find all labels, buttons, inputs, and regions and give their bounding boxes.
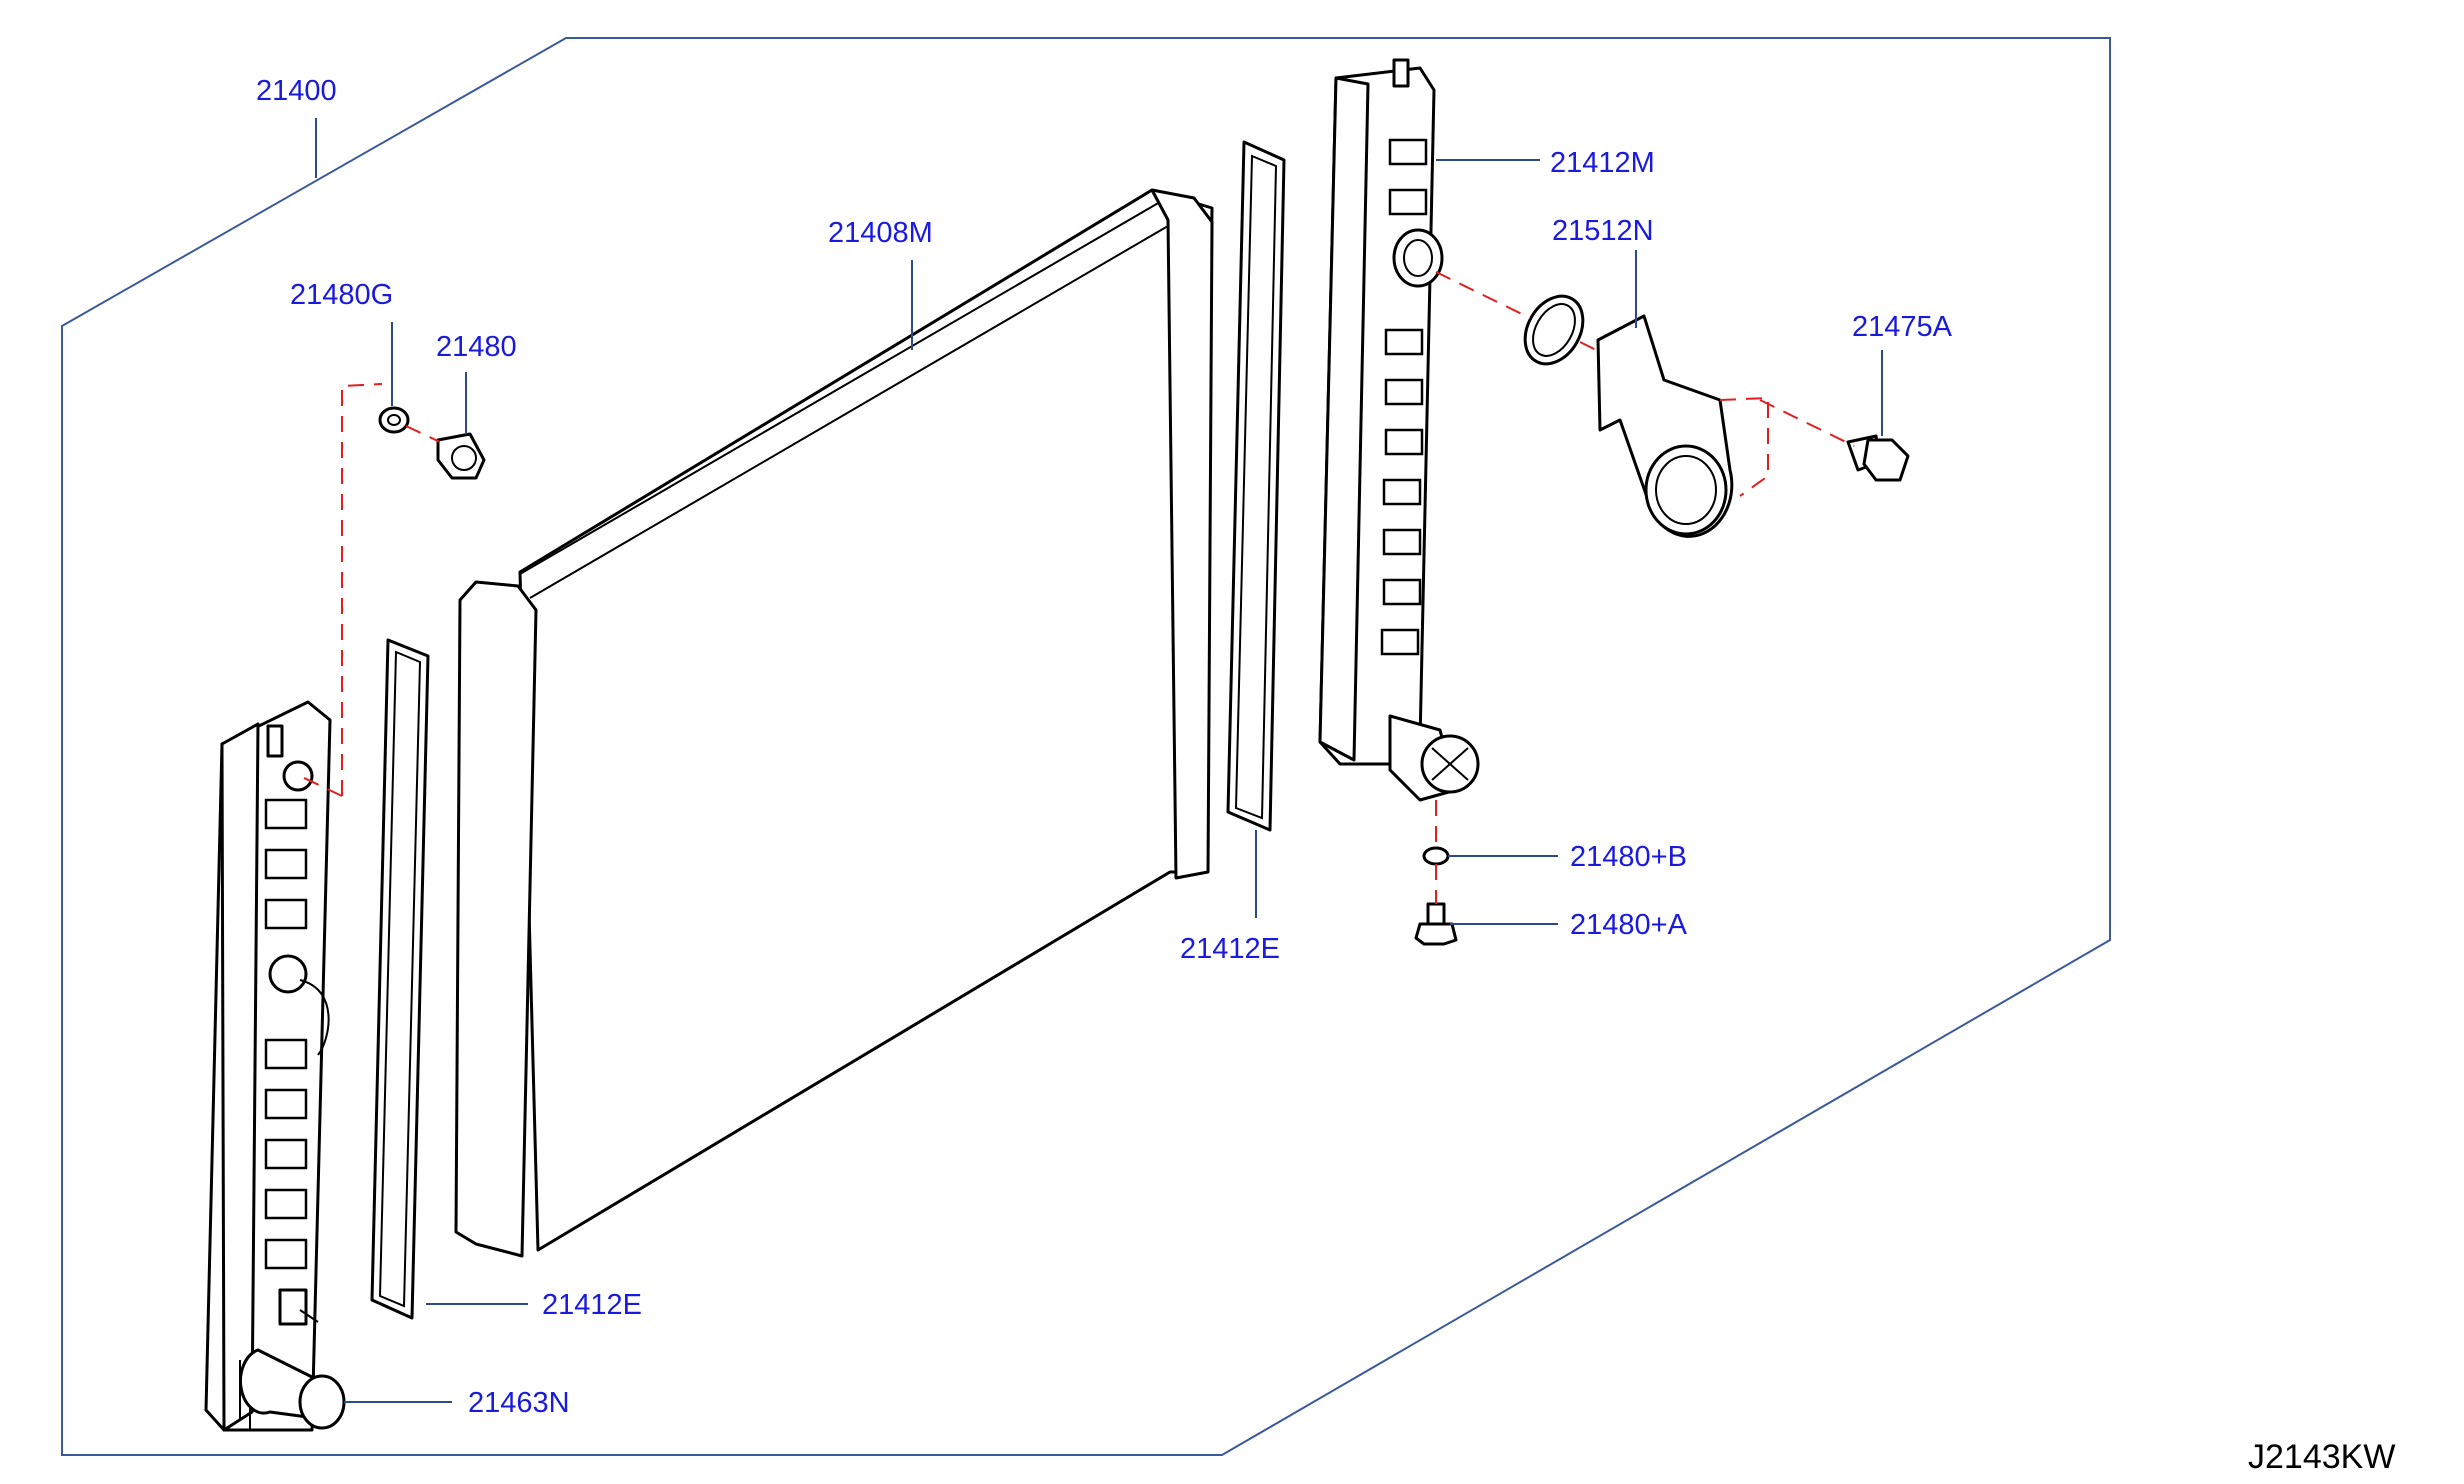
bolt bbox=[1846, 434, 1910, 482]
seal-washer-right bbox=[1422, 846, 1450, 866]
right-tank bbox=[1318, 58, 1480, 802]
seal-lower bbox=[370, 638, 430, 1320]
label-drain-plug-left: 21480 bbox=[436, 331, 517, 363]
o-ring bbox=[1523, 294, 1585, 366]
left-tank bbox=[204, 700, 332, 1432]
water-outlet bbox=[1596, 314, 1734, 538]
assembly-frame bbox=[61, 37, 2111, 1456]
label-seal-lower: 21412E bbox=[542, 1289, 642, 1321]
label-seal-washer-left: 21480G bbox=[290, 279, 393, 311]
label-assembly: 21400 bbox=[256, 75, 337, 107]
drain-plug-right bbox=[1414, 902, 1458, 946]
diagram-code: J2143KW bbox=[2248, 1438, 2395, 1476]
label-drain-plug-right: 21480+A bbox=[1570, 909, 1688, 941]
label-seal-upper: 21412E bbox=[1180, 933, 1280, 965]
seal-washer-left bbox=[378, 406, 410, 434]
label-seal-washer-right: 21480+B bbox=[1570, 841, 1687, 873]
drain-plug-left bbox=[436, 432, 486, 480]
label-bolt: 21475A bbox=[1852, 311, 1953, 343]
assembly-dashed-lines bbox=[299, 271, 1855, 904]
label-drain-cock: 21463N bbox=[468, 1387, 570, 1419]
label-tank-right: 21412M bbox=[1550, 147, 1655, 179]
label-water-outlet: 21512N bbox=[1552, 215, 1654, 247]
leader-lines bbox=[315, 118, 1883, 1403]
seal-upper bbox=[1226, 140, 1286, 832]
radiator-core bbox=[454, 188, 1214, 1258]
label-core: 21408M bbox=[828, 217, 933, 249]
